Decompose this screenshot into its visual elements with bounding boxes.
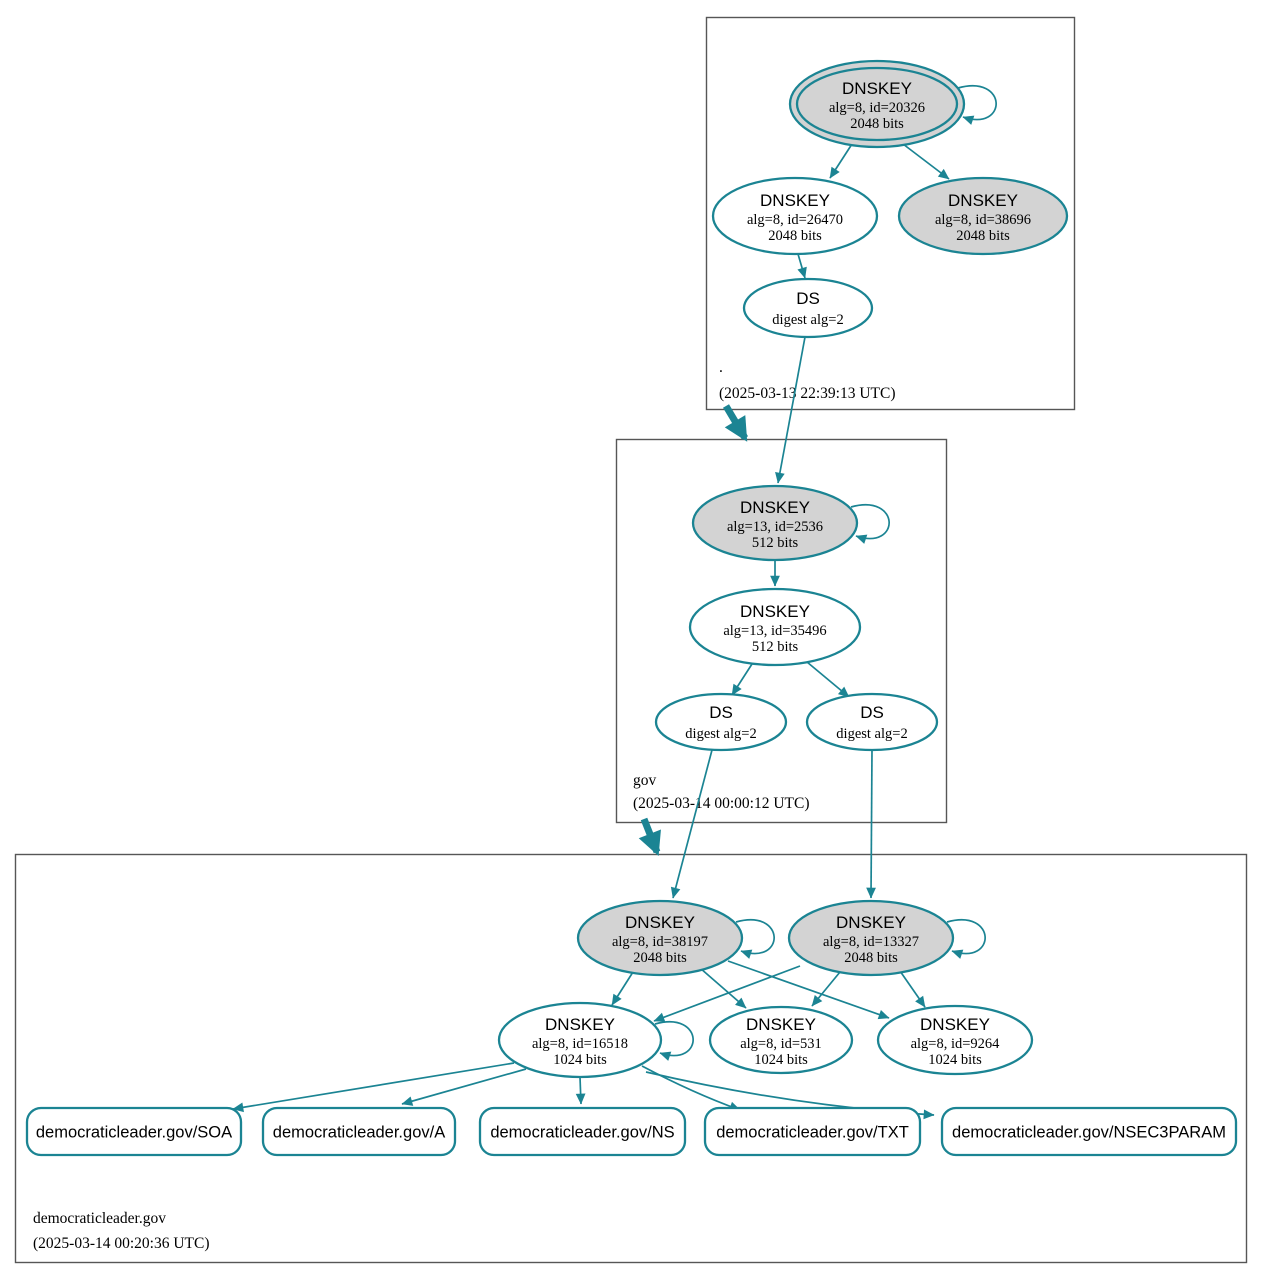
edge-38197-531 xyxy=(699,967,747,1009)
selfloop-root-ksk-20326 xyxy=(957,85,997,125)
node-type-label: DNSKEY xyxy=(740,602,810,621)
zone-name-label: democraticleader.gov xyxy=(33,1210,166,1227)
rrset-label: democraticleader.gov/NS xyxy=(490,1124,674,1142)
zone-box-zone-democraticleader-gov: democraticleader.gov (2025-03-14 00:20:36… xyxy=(14,853,1248,1264)
node-attr-line: alg=8, id=9264 xyxy=(911,1036,1001,1052)
rrset-label: democraticleader.gov/TXT xyxy=(716,1124,909,1142)
zone-name-label: gov xyxy=(633,772,657,789)
selfloop-dl-ksk-13327 xyxy=(946,919,986,959)
edge-35496-dsleft xyxy=(731,663,753,696)
edge-38197-16518 xyxy=(611,971,634,1006)
node-ds-gov-right[interactable]: DS digest alg=2 xyxy=(805,692,939,752)
selfloop-dl-zsk-16518 xyxy=(654,1021,694,1061)
node-attr-line: digest alg=2 xyxy=(772,312,843,328)
edge-35496-dsright xyxy=(806,661,850,698)
zone-timestamp: (2025-03-14 00:20:36 UTC) xyxy=(33,1235,210,1252)
node-attr-line: 1024 bits xyxy=(553,1052,607,1068)
node-attr-line: digest alg=2 xyxy=(836,726,907,742)
node-attr-line: 2048 bits xyxy=(768,228,822,244)
selfloop-dl-ksk-38197 xyxy=(735,919,775,959)
node-type-label: DNSKEY xyxy=(760,191,830,210)
node-rrset-soa[interactable]: democraticleader.gov/SOA xyxy=(25,1106,243,1157)
rrset-label: democraticleader.gov/SOA xyxy=(36,1124,232,1142)
node-attr-line: alg=8, id=531 xyxy=(740,1036,822,1052)
node-rrset-a[interactable]: democraticleader.gov/A xyxy=(261,1106,457,1157)
delegation-root-gov xyxy=(722,404,749,442)
node-attr-line: 1024 bits xyxy=(928,1052,982,1068)
rrset-label: democraticleader.gov/A xyxy=(273,1124,445,1142)
edge-38197-9264 xyxy=(727,960,890,1020)
node-ds-root[interactable]: DS digest alg=2 xyxy=(742,277,874,339)
node-rrset-txt[interactable]: democraticleader.gov/TXT xyxy=(703,1106,922,1157)
zone-box-zone-root: . (2025-03-13 22:39:13 UTC) xyxy=(705,16,1076,411)
node-attr-line: alg=8, id=13327 xyxy=(823,934,919,950)
node-type-label: DNSKEY xyxy=(625,913,695,932)
delegation-gov-dl xyxy=(638,817,661,857)
rrset-label: democraticleader.gov/NSEC3PARAM xyxy=(952,1124,1226,1142)
node-type-label: DNSKEY xyxy=(740,498,810,517)
node-attr-line: 2048 bits xyxy=(956,228,1010,244)
node-attr-line: alg=8, id=38197 xyxy=(612,934,708,950)
node-attr-line: 2048 bits xyxy=(844,950,898,966)
node-rrset-ns[interactable]: democraticleader.gov/NS xyxy=(478,1106,687,1157)
selfloop-gov-ksk-2536 xyxy=(850,504,890,544)
node-attr-line: 512 bits xyxy=(752,639,799,655)
edge-dsleft-38197 xyxy=(670,749,713,899)
edge-16518-soa xyxy=(232,1062,515,1113)
edge-rootds-2536 xyxy=(775,336,806,484)
node-type-label: DS xyxy=(860,703,884,722)
node-type-label: DS xyxy=(709,703,733,722)
node-type-label: DNSKEY xyxy=(836,913,906,932)
edge-26470-ds xyxy=(797,253,807,279)
node-attr-line: 2048 bits xyxy=(633,950,687,966)
node-attr-line: alg=8, id=26470 xyxy=(747,212,843,228)
zone-timestamp: (2025-03-14 00:00:12 UTC) xyxy=(633,795,810,812)
zone-timestamp: (2025-03-13 22:39:13 UTC) xyxy=(719,385,896,402)
edge-16518-ns xyxy=(575,1076,586,1105)
edge-16518-a xyxy=(401,1068,527,1106)
node-attr-line: alg=13, id=35496 xyxy=(723,623,826,639)
node-attr-line: alg=13, id=2536 xyxy=(727,519,823,535)
edge-13327-531 xyxy=(811,971,841,1007)
node-type-label: DNSKEY xyxy=(746,1015,816,1034)
edge-20326-38696 xyxy=(902,143,950,180)
node-attr-line: 2048 bits xyxy=(850,116,904,132)
edge-20326-26470 xyxy=(829,143,853,179)
node-attr-line: alg=8, id=38696 xyxy=(935,212,1031,228)
node-type-label: DS xyxy=(796,289,820,308)
node-attr-line: alg=8, id=16518 xyxy=(532,1036,628,1052)
node-attr-line: digest alg=2 xyxy=(685,726,756,742)
edge-16518-txt xyxy=(641,1065,741,1112)
node-attr-line: alg=8, id=20326 xyxy=(829,100,925,116)
node-type-label: DNSKEY xyxy=(842,79,912,98)
node-type-label: DNSKEY xyxy=(920,1015,990,1034)
node-rrset-nsec3param[interactable]: democraticleader.gov/NSEC3PARAM xyxy=(940,1106,1238,1157)
node-type-label: DNSKEY xyxy=(545,1015,615,1034)
zone-name-label: . xyxy=(719,359,723,376)
edge-13327-16518 xyxy=(653,965,801,1022)
zone-box-zone-gov: gov (2025-03-14 00:00:12 UTC) xyxy=(615,438,948,824)
node-attr-line: 512 bits xyxy=(752,535,799,551)
node-attr-line: 1024 bits xyxy=(754,1052,808,1068)
node-ds-gov-left[interactable]: DS digest alg=2 xyxy=(654,692,788,752)
edge-13327-9264 xyxy=(899,970,926,1008)
edge-dsright-13327 xyxy=(866,749,876,899)
node-type-label: DNSKEY xyxy=(948,191,1018,210)
